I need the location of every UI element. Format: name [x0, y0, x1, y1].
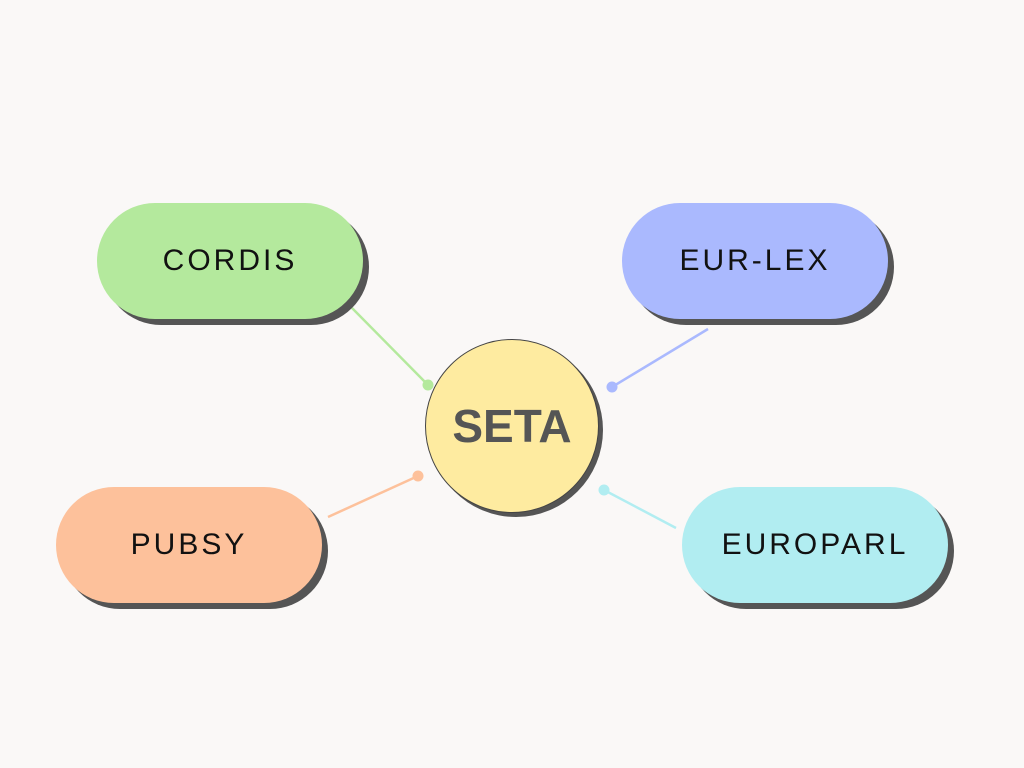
connector-eur-lex: [611, 327, 709, 389]
node-label-eur-lex: EUR-LEX: [679, 244, 831, 277]
connector-cordis: [351, 307, 429, 386]
connector-dot-eur-lex: [606, 381, 618, 393]
node-europarl: EUROPARL: [682, 487, 948, 603]
node-label-pubsy: PUBSY: [130, 528, 248, 561]
connector-pubsy: [327, 474, 419, 519]
node-eur-lex: EUR-LEX: [622, 203, 888, 319]
connector-dot-pubsy: [412, 470, 424, 482]
center-node: SETA: [425, 339, 599, 513]
node-cordis: CORDIS: [97, 203, 363, 319]
center-label: SETA: [452, 400, 572, 452]
node-label-europarl: EUROPARL: [721, 528, 909, 561]
connector-dot-cordis: [422, 379, 434, 391]
node-pubsy: PUBSY: [56, 487, 322, 603]
connector-dot-europarl: [598, 484, 610, 496]
connector-europarl: [603, 488, 677, 530]
node-label-cordis: CORDIS: [162, 244, 298, 277]
